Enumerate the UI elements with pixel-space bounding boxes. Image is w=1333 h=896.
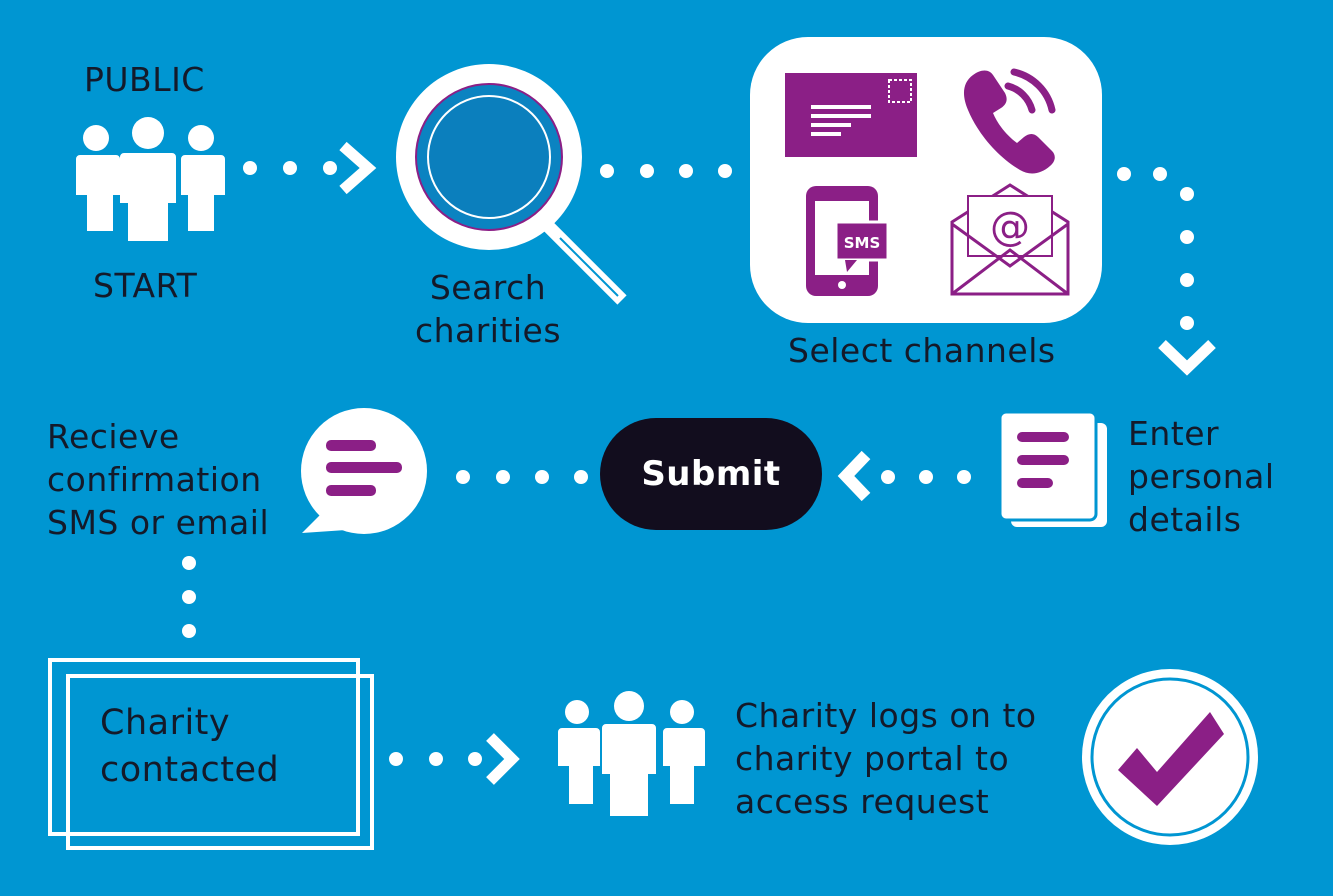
- speech-bubble-icon: [301, 408, 427, 534]
- channels-panel: SMS @: [750, 37, 1102, 323]
- magnifier-icon: [396, 64, 627, 305]
- details-label: Enter personal details: [1128, 412, 1275, 541]
- email-envelope-icon: @: [950, 183, 1070, 296]
- details-label-line: details: [1128, 500, 1242, 539]
- letter-icon: [785, 73, 917, 157]
- contacted-box-outer: [48, 658, 360, 836]
- channels-label: Select channels: [788, 331, 1056, 370]
- contacted-label-line: contacted: [100, 750, 280, 790]
- portal-label: Charity logs on to charity portal to acc…: [735, 694, 1037, 823]
- contacted-box-inner: [66, 674, 374, 850]
- portal-label-line: Charity logs on to: [735, 696, 1037, 735]
- start-top-label: PUBLIC: [84, 60, 205, 99]
- confirmation-label-line: confirmation: [47, 460, 262, 499]
- chevron-right-icon: [486, 733, 520, 785]
- details-label-line: personal: [1128, 457, 1275, 496]
- sms-text: SMS: [844, 234, 881, 252]
- email-at-symbol: @: [990, 204, 1030, 250]
- connector-details-submit: [881, 470, 971, 484]
- contacted-label-line: Charity: [100, 703, 231, 743]
- connector-start-search: [243, 161, 337, 175]
- search-label: Search charities: [412, 266, 564, 352]
- checkmark-icon: [1082, 669, 1258, 845]
- confirmation-label-line: Recieve: [47, 417, 180, 456]
- chevron-left-icon: [837, 450, 871, 502]
- contacted-label: Charity contacted: [100, 700, 279, 794]
- people-icon: [76, 117, 225, 241]
- sms-phone-icon: SMS: [806, 186, 890, 296]
- connector-confirmation-contacted: [182, 556, 196, 638]
- start-bottom-label: START: [93, 266, 198, 305]
- confirmation-label-line: SMS or email: [47, 503, 270, 542]
- details-label-line: Enter: [1128, 414, 1220, 453]
- search-label-line: Search: [429, 268, 547, 307]
- document-icon: [998, 410, 1107, 527]
- connector-submit-confirmation: [456, 470, 588, 484]
- submit-button[interactable]: Submit: [600, 418, 822, 530]
- connector-contacted-portal: [389, 752, 482, 766]
- search-label-line: charities: [414, 311, 562, 350]
- connector-channels-details: [1117, 167, 1194, 330]
- people-icon-portal: [558, 691, 705, 816]
- chevron-right-icon: [339, 141, 377, 195]
- portal-label-line: access request: [735, 782, 990, 821]
- portal-label-line: charity portal to: [735, 739, 1010, 778]
- connector-search-channels: [600, 164, 732, 178]
- chevron-down-icon: [1158, 340, 1216, 376]
- phone-icon: [963, 68, 1056, 174]
- confirmation-label: Recieve confirmation SMS or email: [47, 415, 269, 544]
